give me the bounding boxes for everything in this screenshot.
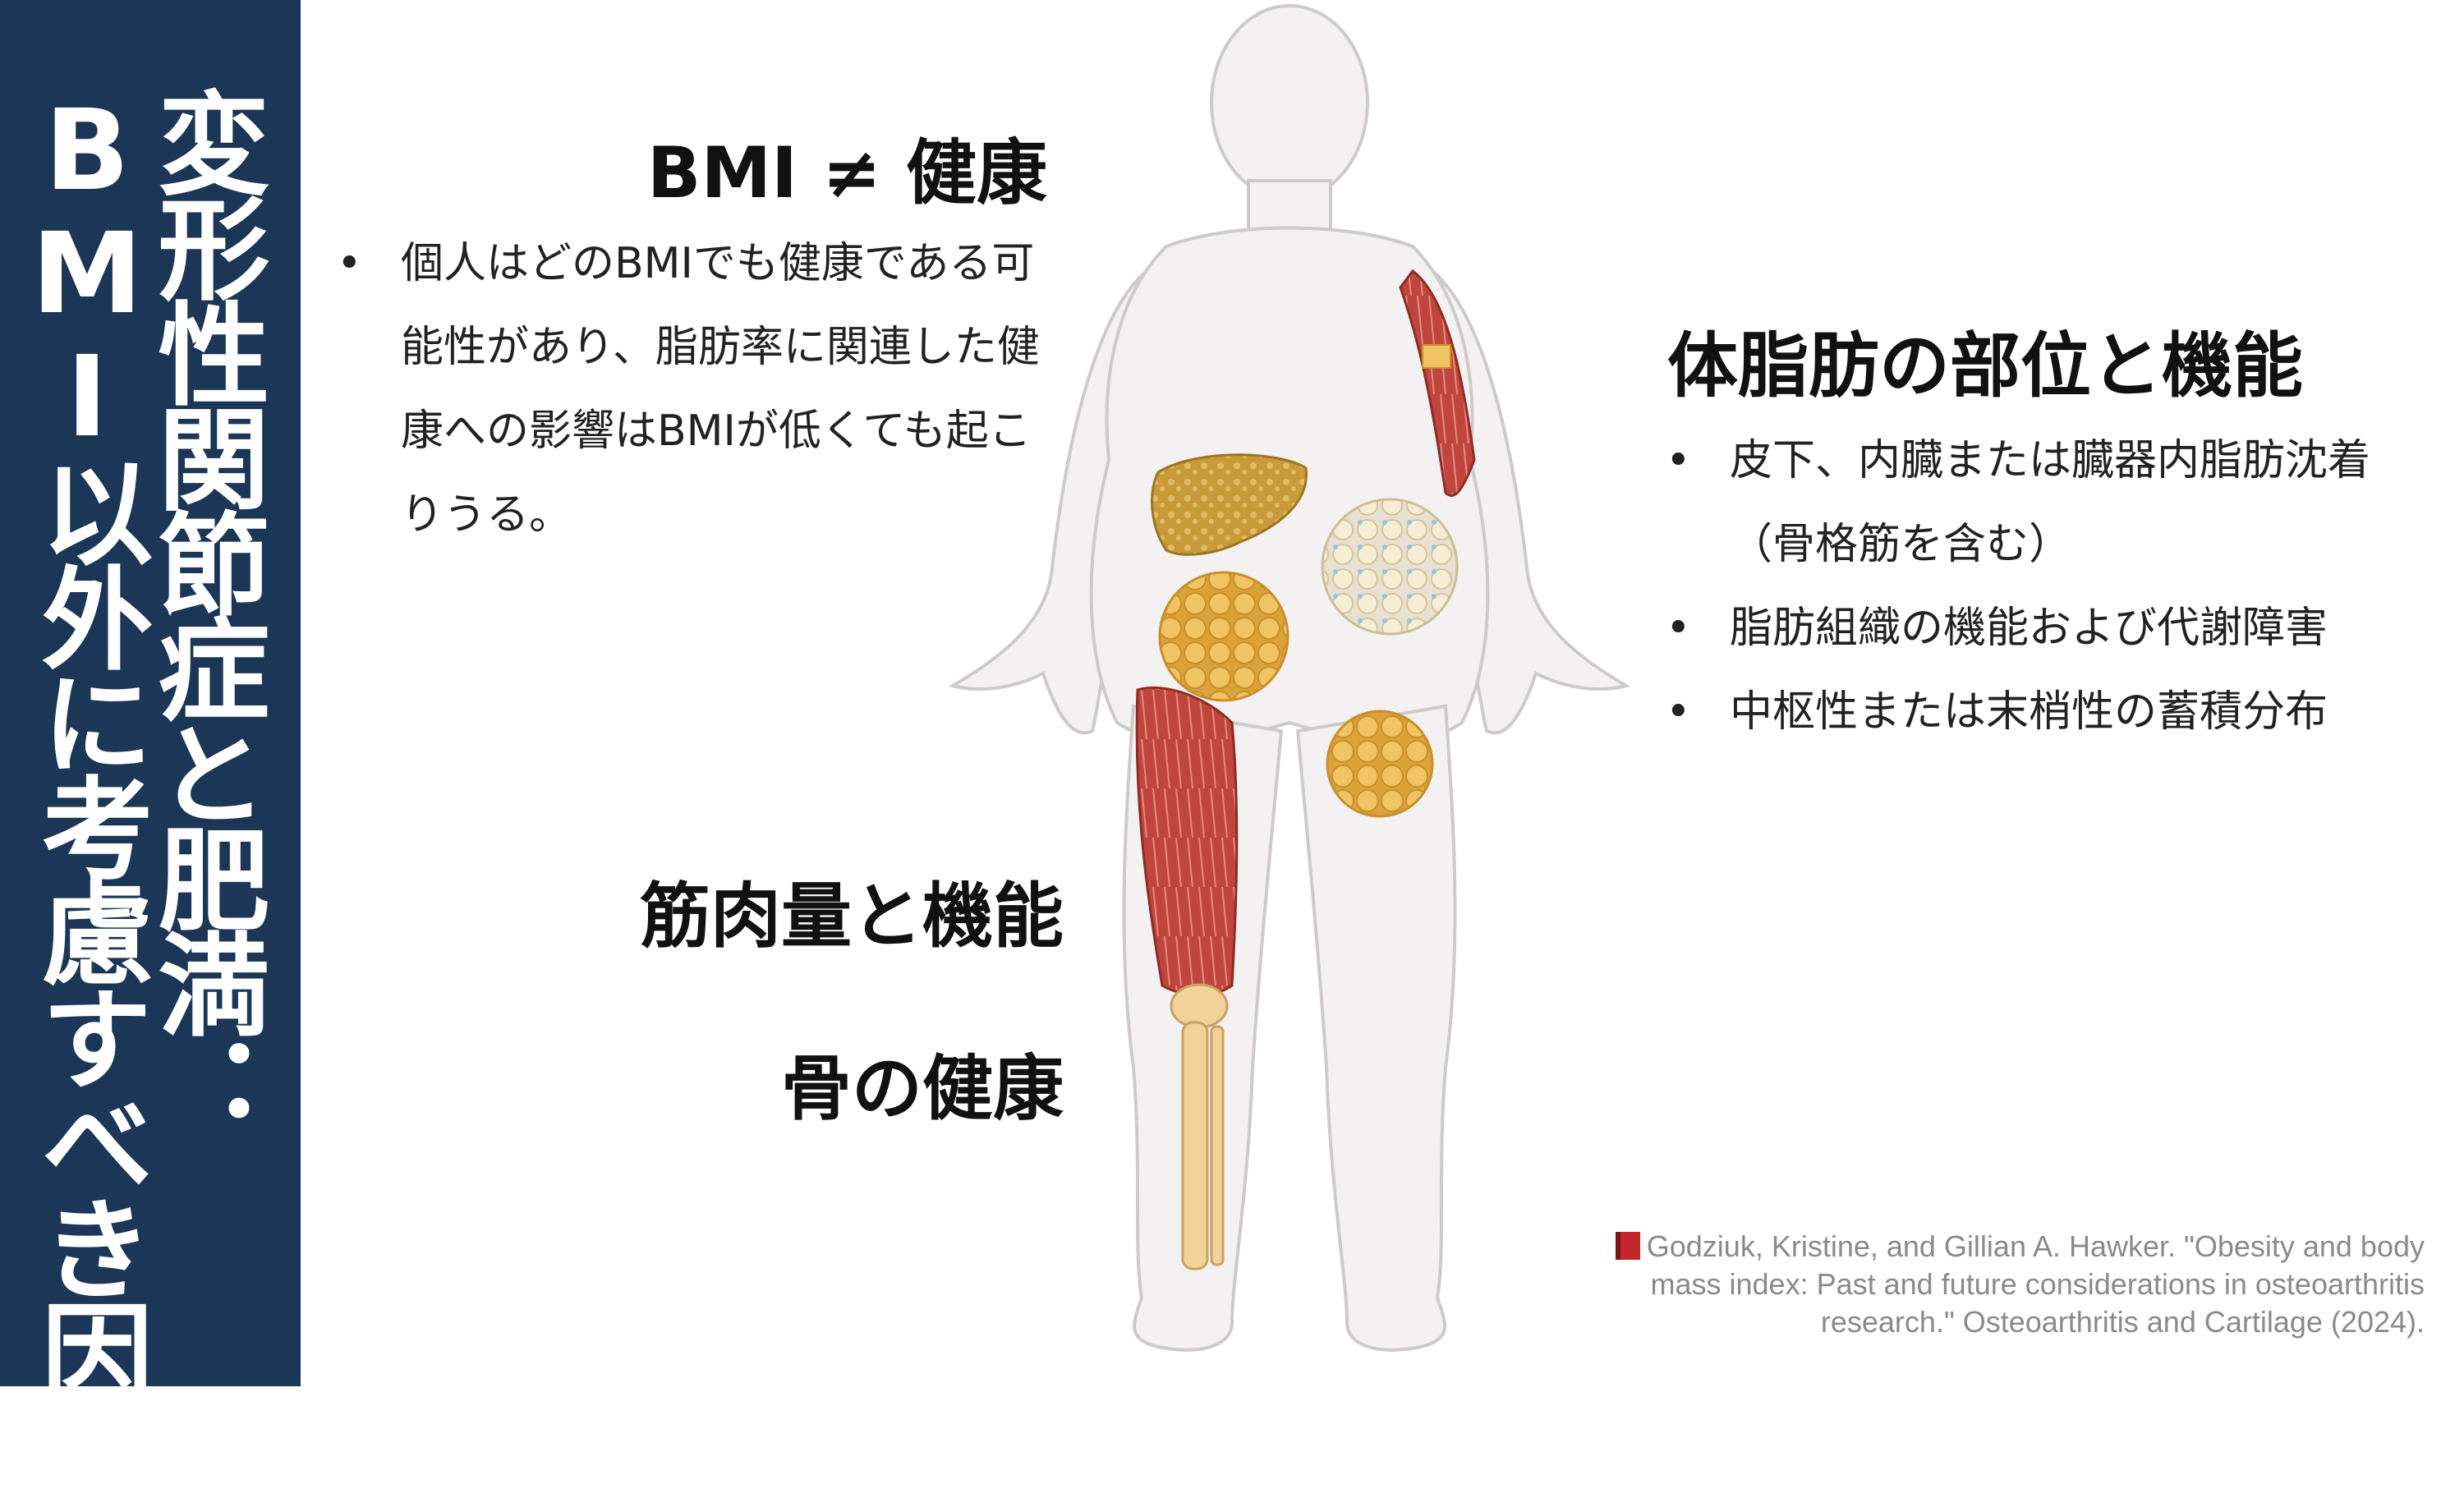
arm-fat-deposit [1422,344,1451,369]
liver [1151,453,1308,556]
citation: Godziuk, Kristine, and Gillian A. Hawker… [1570,1228,2425,1341]
knee-cap [1170,983,1229,1029]
fat-heading: 体脂肪の部位と機能 [1667,325,2303,407]
sidebar: 変形性関節症と肥満： BMI以外に考慮すべき因子 [0,0,301,1507]
book-icon [1615,1232,1640,1260]
fibula-bone [1210,1025,1225,1266]
body-figure [948,4,1631,1352]
muscle-heading: 筋肉量と機能 [640,875,1064,958]
subcutaneous-fat-cluster [1158,571,1289,702]
bmi-bullets: 個人はどのBMIでも健康である可能性があり、脂肪率に関連した健康への影響はBMI… [337,222,1060,557]
fat-bullet-2: 脂肪組織の機能および代謝障害 [1666,586,2454,670]
tibia-bone [1181,1021,1209,1270]
title-line-2: BMI以外に考慮すべき因子 [22,86,152,1507]
body-silhouette [948,4,1631,1352]
fat-bullet-3: 中枢性または末梢性の蓄積分布 [1666,670,2454,754]
citation-text: Godziuk, Kristine, and Gillian A. Hawker… [1646,1229,2425,1339]
arm-muscle [1399,269,1476,498]
bmi-heading: BMI ≠ 健康 [646,132,1047,214]
title-line-1: 変形性関節症と肥満： [139,86,269,1137]
fat-bullet-1: 皮下、内臓または臓器内脂肪沈着（骨格筋を含む） [1666,419,2454,586]
bone-heading: 骨の健康 [781,1048,1064,1130]
fat-bullets: 皮下、内臓または臓器内脂肪沈着（骨格筋を含む） 脂肪組織の機能および代謝障害 中… [1666,419,2454,754]
thigh-fat-cluster [1326,710,1434,818]
visceral-fat-cluster [1321,498,1459,636]
bmi-bullet: 個人はどのBMIでも健康である可能性があり、脂肪率に関連した健康への影響はBMI… [337,222,1060,557]
thigh-muscle [1135,686,1239,996]
